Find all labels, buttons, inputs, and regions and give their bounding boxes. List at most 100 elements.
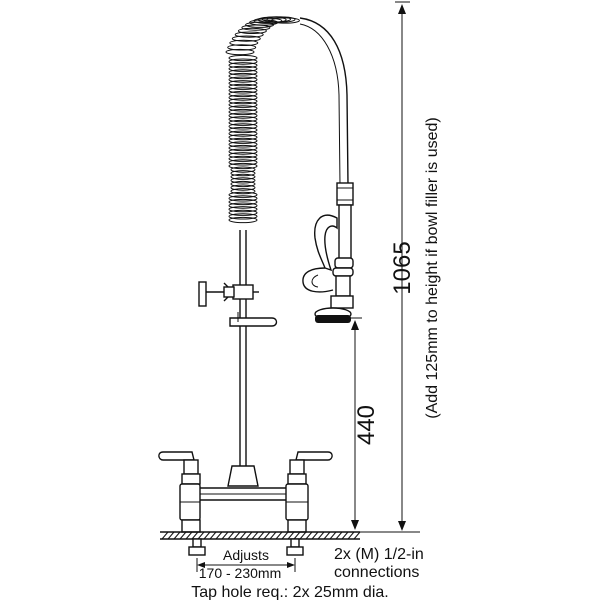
bench-hatch-line [251, 531, 259, 540]
spray-height-dimension [343, 317, 362, 530]
wall-bracket-valve [198, 281, 259, 307]
coil-loop [228, 98, 258, 105]
coil-loop [228, 159, 258, 166]
bench-hatch-line [215, 531, 223, 540]
bench-hatch-line [275, 531, 283, 540]
coil-loop [228, 198, 258, 206]
coil-loop [228, 119, 258, 126]
coil-loop [228, 58, 258, 65]
coil-loop [228, 141, 258, 148]
bench-hatch-line [317, 531, 325, 540]
coil-loop [228, 144, 258, 152]
adjusts-range: 170 - 230mm [199, 565, 281, 581]
coil-loop [228, 108, 258, 116]
coil-loop [228, 72, 258, 80]
bench-hatch-line [233, 531, 241, 540]
bench-hatch-line [173, 531, 181, 540]
bench-hatch-line [335, 531, 343, 540]
bench-hatch-line [179, 531, 187, 540]
bench-hatch-line [239, 531, 247, 540]
coil-loop [228, 123, 258, 130]
coil-loop [228, 94, 258, 101]
overall-height-label: 1065 [389, 241, 416, 294]
coil-loop [228, 112, 258, 119]
tail-shanks [188, 538, 304, 556]
coil-loop [229, 39, 259, 47]
bench-hatch-line [161, 531, 169, 540]
coil-loop [234, 31, 264, 38]
bench-hatch-line [209, 531, 217, 540]
coil-loop [230, 166, 256, 173]
adjusts-dimension [196, 558, 296, 572]
hose-clamp-hook [229, 312, 278, 327]
spray-height-label: 440 [353, 405, 380, 445]
coil-loop [266, 16, 296, 23]
coil-loop [231, 35, 261, 42]
coil-loop [237, 27, 267, 34]
coil-loop [228, 134, 258, 141]
bench-hatch-line [191, 531, 199, 540]
overall-height-dimension [360, 1, 420, 533]
coil-loop [228, 155, 258, 162]
connections-label-line2: connections [334, 564, 419, 581]
bench-hatch-line [269, 531, 277, 540]
coil-loop [228, 76, 258, 83]
bench-hatch-line [245, 531, 253, 540]
bench-hatch-line [281, 531, 289, 540]
coil-loop [228, 195, 258, 202]
bench-hatch-line [293, 531, 301, 540]
bench-hatch-line [167, 531, 175, 540]
bench-hatch-line [257, 531, 265, 540]
coil-loop [270, 17, 300, 24]
coil-loop [228, 148, 258, 155]
coil-loop [228, 69, 258, 76]
coil-loop [228, 126, 258, 134]
coil-loop [228, 130, 258, 137]
coil-loop [230, 173, 256, 180]
coil-loop [228, 105, 258, 112]
spring-coil [225, 16, 300, 224]
coil-loop [228, 80, 258, 87]
bench-top [160, 531, 361, 540]
bench-hatch-line [329, 531, 337, 540]
bench-hatch-line [305, 531, 313, 540]
coil-loop [228, 202, 258, 209]
adjusts-title: Adjusts [223, 547, 269, 563]
coil-loop [228, 87, 258, 94]
bench-hatch-line [311, 531, 319, 540]
spray-hose-inner [299, 23, 341, 186]
bench-hatch-line [347, 531, 355, 540]
coil-loop [228, 83, 258, 90]
bench-hatch-line [197, 531, 205, 540]
mixer-body [158, 451, 333, 533]
bench-hatch-line [323, 531, 331, 540]
bench-hatch-line [299, 531, 307, 540]
coil-loop [228, 101, 258, 108]
bench-hatch-line [221, 531, 229, 540]
coil-loop [228, 90, 258, 98]
bench-hatch-line [287, 531, 295, 540]
coil-loop [230, 177, 256, 184]
connections-label-line1: 2x (M) 1/2-in [334, 546, 424, 563]
coil-loop [228, 206, 258, 213]
coil-loop [228, 137, 258, 144]
coil-loop [228, 191, 258, 198]
bench-hatch-line [185, 531, 193, 540]
coil-loop [228, 62, 258, 69]
bench-hatch-line [353, 531, 361, 540]
coil-loop [228, 162, 258, 170]
coil-loop [228, 65, 258, 72]
coil-loop [228, 209, 258, 216]
coil-loop [227, 44, 257, 51]
coil-loop [230, 180, 256, 188]
bench-hatch-line [203, 531, 211, 540]
bench-hatch-line [341, 531, 349, 540]
coil-loop [228, 213, 258, 220]
coil-loop [228, 54, 258, 62]
coil-loop [230, 188, 256, 195]
coil-loop [228, 216, 258, 224]
coil-loop [230, 170, 256, 177]
coil-loop [225, 48, 255, 56]
